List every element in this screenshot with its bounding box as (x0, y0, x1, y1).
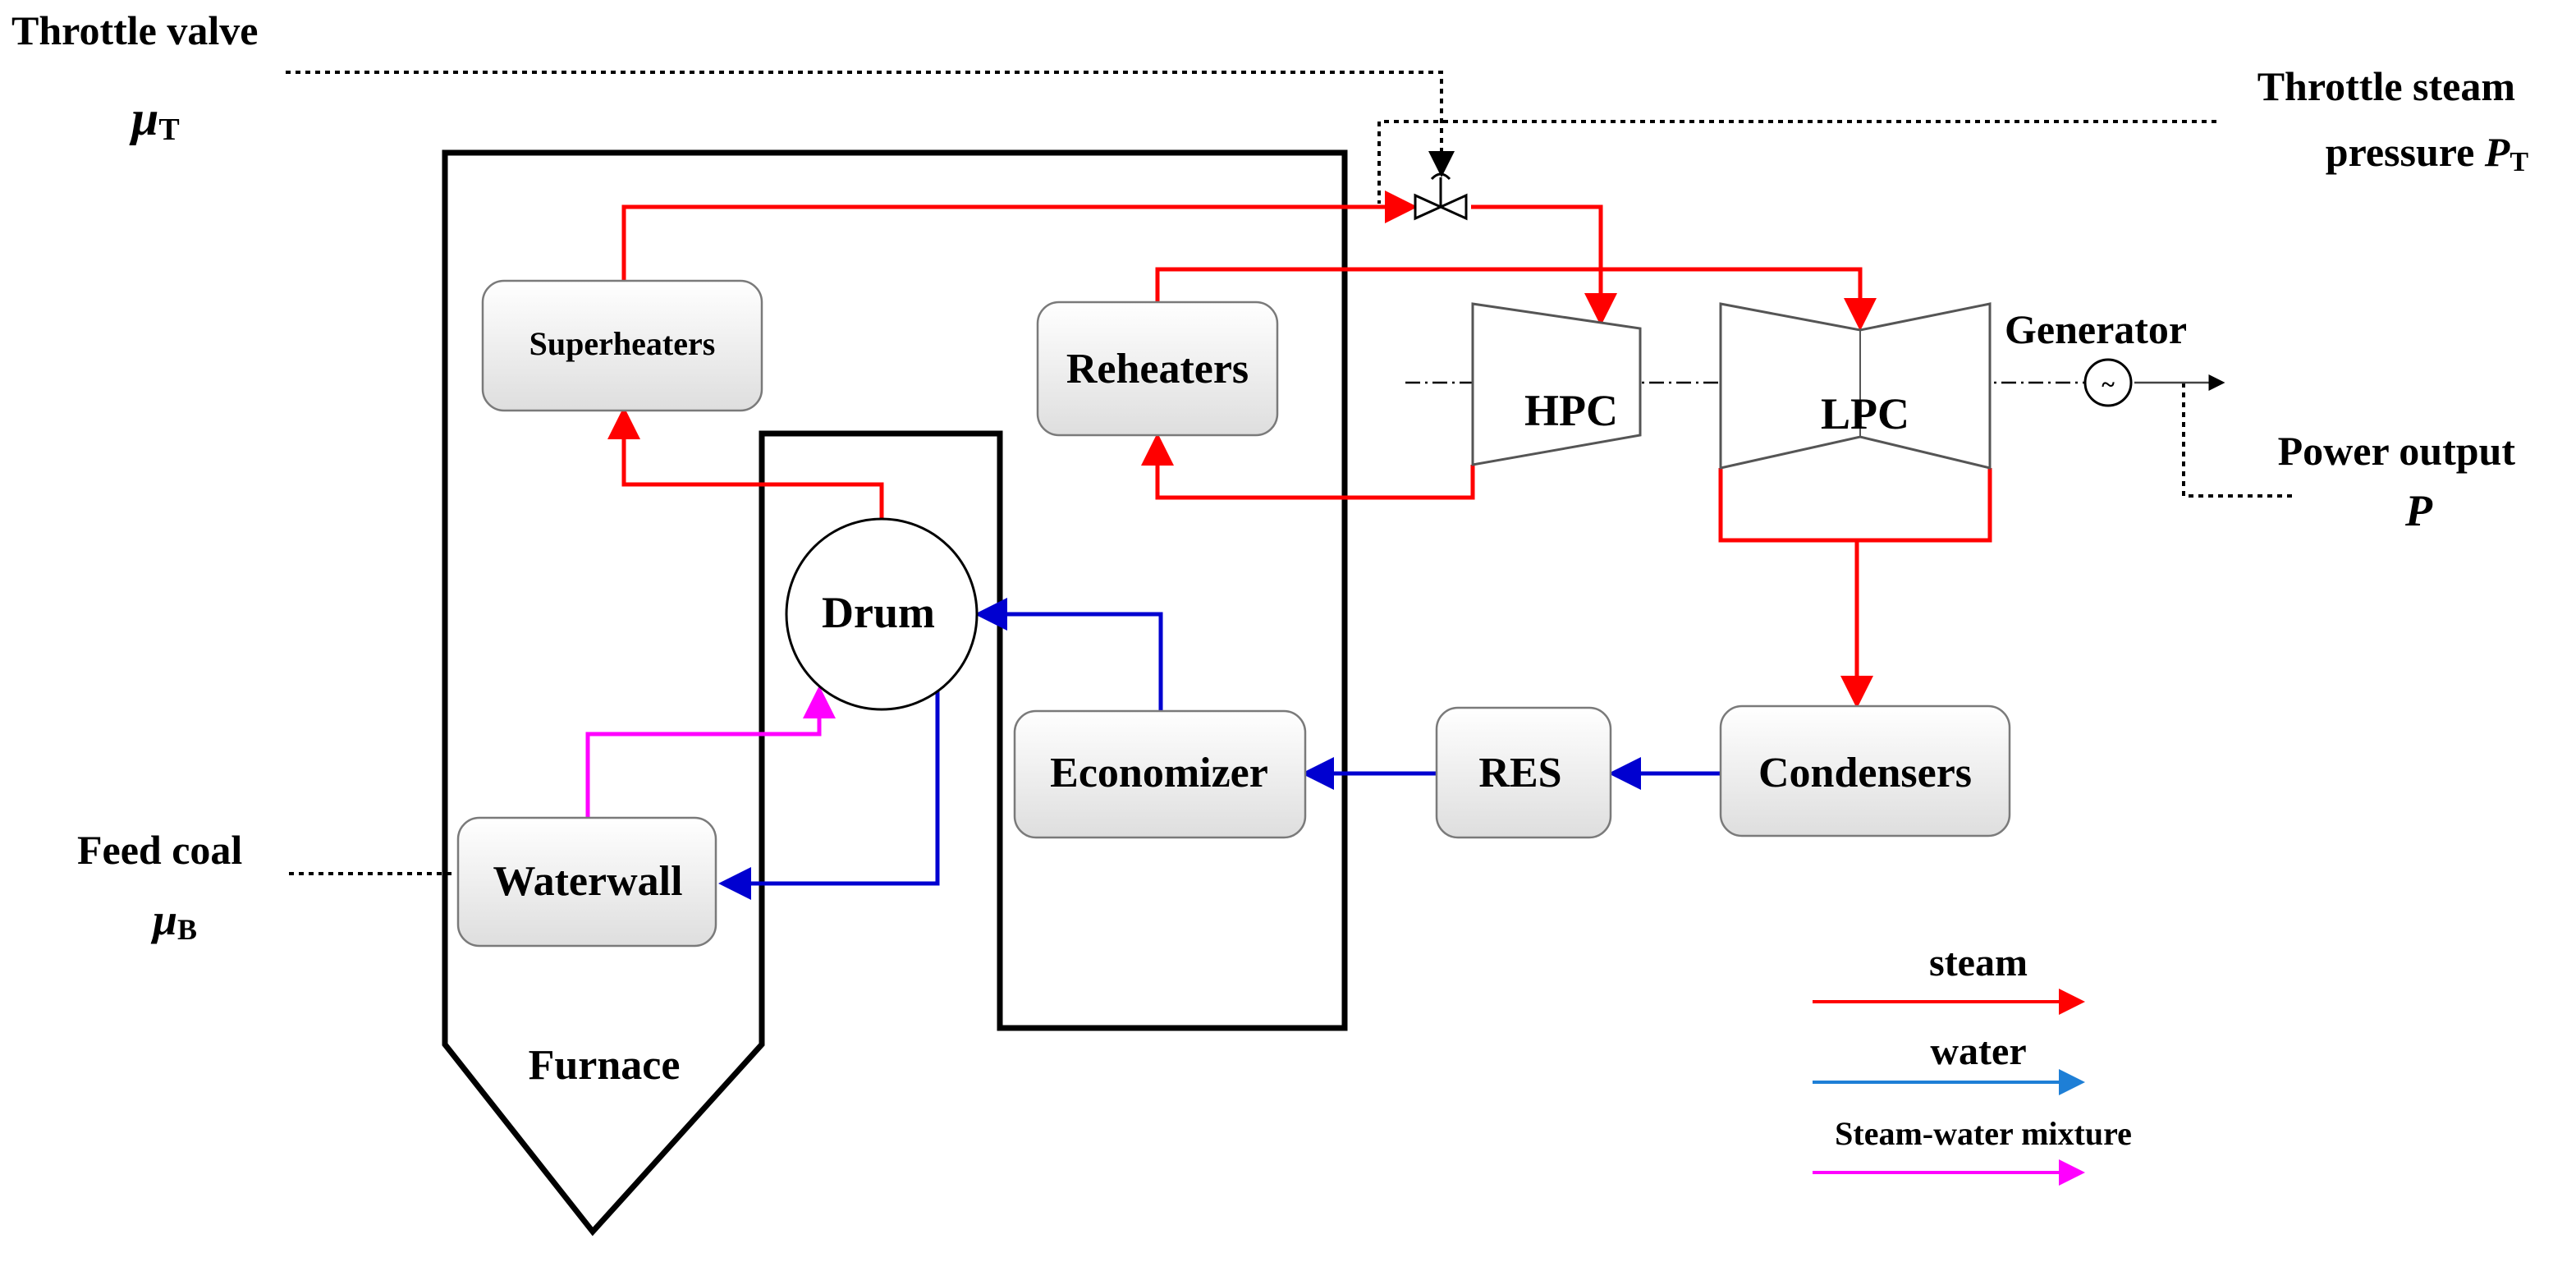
legend-water-label: water (1930, 1030, 2026, 1073)
throttle-steam-label-line2: pressure PT (2326, 129, 2529, 177)
lpc-turbine-shape (1719, 302, 1992, 470)
mixture-line-waterwall-to-drum (585, 686, 836, 818)
steam-line-hpc-to-reheater (1141, 433, 1475, 500)
p-t-subscript: T (2510, 147, 2528, 177)
feed-coal-label: Feed coal (77, 827, 242, 873)
steam-line-valve-to-hpc (1471, 204, 1617, 326)
throttle-valve-icon (1414, 172, 1468, 221)
power-output-label: Power output (2278, 428, 2516, 474)
mu-b-label: μB (150, 895, 197, 946)
generator-icon (2083, 358, 2133, 407)
hpc-turbine-shape (1471, 302, 1642, 466)
signal-line-throttle-pressure (1377, 120, 2216, 204)
hpc-label: HPC (1524, 386, 1618, 435)
steam-line-lpc-exhaust (1718, 468, 1992, 543)
signal-line-throttle-valve (286, 71, 1455, 177)
mu-t-label: μT (129, 91, 180, 147)
water-line-drum-to-waterwall (718, 688, 940, 900)
superheaters-label: Superheaters (529, 325, 716, 362)
superheaters-box (481, 279, 763, 412)
lpc-label: LPC (1821, 389, 1909, 438)
water-line-economizer-to-drum (974, 598, 1163, 711)
throttle-valve-label: Throttle valve (11, 7, 258, 53)
furnace-wall (442, 149, 1348, 1237)
mu-b-symbol: μ (150, 895, 177, 944)
mu-b-subscript: B (177, 913, 197, 946)
signal-line-power (2182, 383, 2297, 498)
legend-steam-label: steam (1929, 941, 2028, 984)
economizer-box (1013, 709, 1307, 839)
mu-t-subscript: T (158, 112, 179, 147)
legend: steam water Steam-water mixture (1813, 941, 2132, 1186)
condensers-box (1719, 704, 2011, 838)
res-box (1435, 706, 1612, 839)
mu-t-symbol: μ (129, 91, 158, 145)
reheaters-label: Reheaters (1066, 346, 1249, 392)
furnace-label: Furnace (529, 1042, 681, 1089)
condensers-label: Condensers (1758, 750, 1972, 796)
throttle-steam-label-line1: Throttle steam (2257, 63, 2515, 109)
waterwall-box (456, 816, 717, 948)
steam-line-drum-to-superheater (607, 406, 884, 519)
drum-label: Drum (822, 588, 935, 637)
power-symbol: P (2404, 486, 2433, 535)
steam-line-superheater-to-valve (621, 190, 1418, 281)
drum-shape (785, 517, 979, 711)
waterwall-label: Waterwall (493, 858, 682, 905)
reheaters-box (1036, 301, 1279, 437)
res-label: RES (1478, 750, 1561, 796)
legend-mixture-label: Steam-water mixture (1835, 1115, 2132, 1152)
generator-label: Generator (2005, 306, 2187, 352)
throttle-steam-line2-text: pressure (2326, 129, 2485, 175)
p-t-symbol: P (2484, 129, 2510, 175)
generator-symbol: ~ (2102, 371, 2115, 398)
steam-line-reheater-to-lpc (1155, 267, 1877, 331)
economizer-label: Economizer (1050, 750, 1268, 796)
